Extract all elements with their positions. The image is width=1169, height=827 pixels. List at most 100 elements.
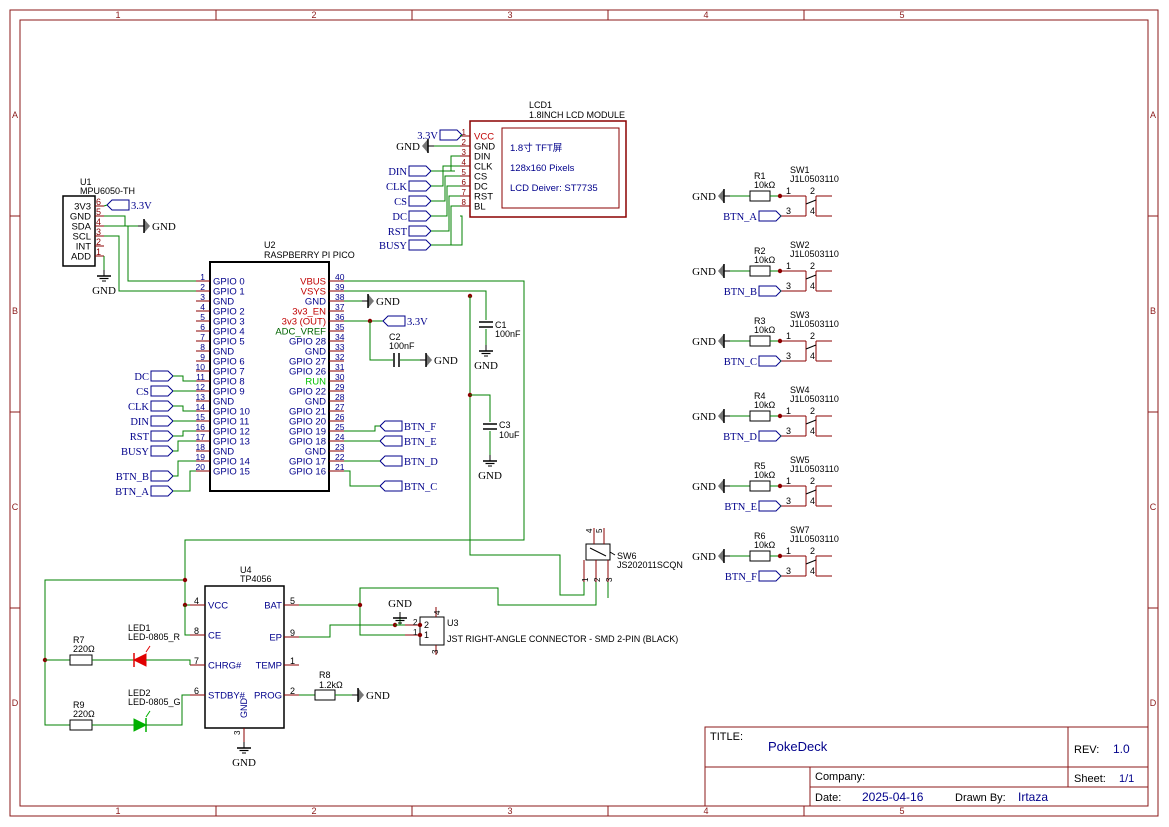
lcd-pin-num: 1: [462, 128, 467, 137]
frame-col-label: 2: [311, 806, 316, 816]
c2-ref: C2: [389, 332, 401, 342]
wire: [173, 460, 196, 477]
net-flag-shape: [439, 129, 463, 141]
net-flag-shape: [408, 210, 432, 222]
mpu-pin-num: 6: [96, 197, 101, 207]
frame-col-label: 4: [703, 10, 708, 20]
switch-pin-num: 2: [810, 261, 815, 271]
ground-net-label: GND: [692, 266, 716, 278]
pico-pin-name: GPIO 5: [213, 337, 245, 348]
net-flag-shape: [106, 199, 130, 211]
switch-ref: SW1: [790, 165, 810, 175]
r9-body: [69, 719, 93, 731]
pico-pin-num: 21: [335, 462, 345, 472]
wire: [431, 155, 460, 172]
pico-pin-num: 11: [196, 372, 205, 382]
net-flag-shape: [379, 455, 403, 467]
lcd-ref: LCD1: [529, 100, 552, 110]
ground-net-label: GND: [692, 336, 716, 348]
wire: [459, 134, 463, 137]
net-flag-shape: [408, 180, 432, 192]
wire: [104, 225, 200, 282]
net-flag-label: DIN: [130, 417, 149, 428]
switch-value: J1L0503110: [790, 534, 839, 544]
switch-actuator: [805, 344, 817, 350]
pico-pin-name: GPIO 18: [289, 437, 326, 448]
lcd-pin-name: VCC: [474, 132, 494, 143]
wire: [103, 204, 108, 207]
ground-symbol: GND: [232, 742, 256, 769]
switch-pin-num: 1: [786, 186, 791, 196]
junction-dot: [417, 632, 423, 638]
sw6-ref: SW6: [617, 551, 637, 561]
switch-ref: SW5: [790, 455, 810, 465]
r7-body: [69, 654, 93, 666]
pico-pin-name: GPIO 3: [213, 317, 245, 328]
pico-pin-num: 4: [200, 302, 205, 312]
net-flag: DIN: [388, 165, 432, 178]
lcd-pin-name: DC: [474, 182, 488, 193]
ground-net-label: GND: [478, 470, 502, 482]
pico-pin-name: GND: [305, 447, 326, 458]
junction-dot: [777, 413, 783, 419]
wire: [104, 235, 200, 292]
sw6-value: JS202011SCQN: [617, 560, 683, 570]
sw6-pin-num: 4: [585, 528, 594, 533]
ground-net-label: GND: [92, 285, 116, 297]
pico-pin-num: 3: [200, 292, 205, 302]
pico-pin-num: 28: [335, 392, 345, 402]
ground-symbol: GND: [478, 455, 502, 482]
net-flag-label: BTN_C: [404, 482, 437, 493]
r8-value: 1.2kΩ: [319, 680, 343, 690]
net-flag: RST: [130, 430, 174, 443]
pico-pin-num: 7: [200, 332, 205, 342]
pico-pin-name: GPIO 17: [289, 457, 326, 468]
jst-pin-num: 2: [424, 620, 429, 630]
ground-symbol: GND: [692, 264, 730, 278]
ground-net-label: GND: [152, 221, 176, 233]
pico-pin-num: 15: [196, 412, 206, 422]
led2-value: LED-0805_G: [128, 697, 181, 707]
pico-pin-name: GPIO 8: [213, 377, 245, 388]
pico-pin-num: 38: [335, 292, 345, 302]
pico-pin-num: 31: [335, 362, 345, 372]
net-flag-label: CS: [136, 387, 149, 398]
pico-pin-num: 35: [335, 322, 345, 332]
pico-pin-name: GPIO 4: [213, 327, 245, 338]
tp-value: TP4056: [240, 574, 272, 584]
tp-pin-num: 8: [194, 626, 199, 636]
ground-arrow: [358, 688, 364, 702]
net-flag-label: BTN_A: [115, 487, 149, 498]
pico-pin-name: GND: [213, 297, 234, 308]
tb-rev-label: REV:: [1074, 744, 1099, 756]
led2-body: [133, 718, 148, 732]
resistor-ref: R6: [754, 531, 766, 541]
ground-net-label: GND: [474, 360, 498, 372]
wire: [146, 694, 190, 726]
net-flag-label: 3.3V: [417, 131, 438, 142]
wire: [173, 470, 196, 492]
switch-value: J1L0503110: [790, 174, 839, 184]
pico-pin-num: 8: [200, 342, 205, 352]
net-flag-shape: [150, 385, 174, 397]
net-flag-shape: [150, 415, 174, 427]
net-flag: BTN_E: [724, 500, 782, 513]
pico-body: [209, 261, 330, 492]
net-flag: BTN_E: [379, 435, 437, 448]
net-flag: BTN_F: [379, 420, 436, 433]
switch-pin-num: 3: [786, 426, 791, 436]
pico-pin-name: GND: [305, 347, 326, 358]
ground-net-label: GND: [232, 757, 256, 769]
pico-pin-name: GPIO 26: [289, 367, 326, 378]
ground-net-label: GND: [376, 296, 400, 308]
net-flag: BTN_C: [724, 355, 782, 368]
wire: [184, 605, 190, 636]
pico-pin-name: ADC_VREF: [275, 327, 326, 338]
pico-pin-name: GPIO 22: [289, 387, 326, 398]
frame-col-label: 2: [311, 10, 316, 20]
pico-pin-num: 19: [196, 452, 206, 462]
